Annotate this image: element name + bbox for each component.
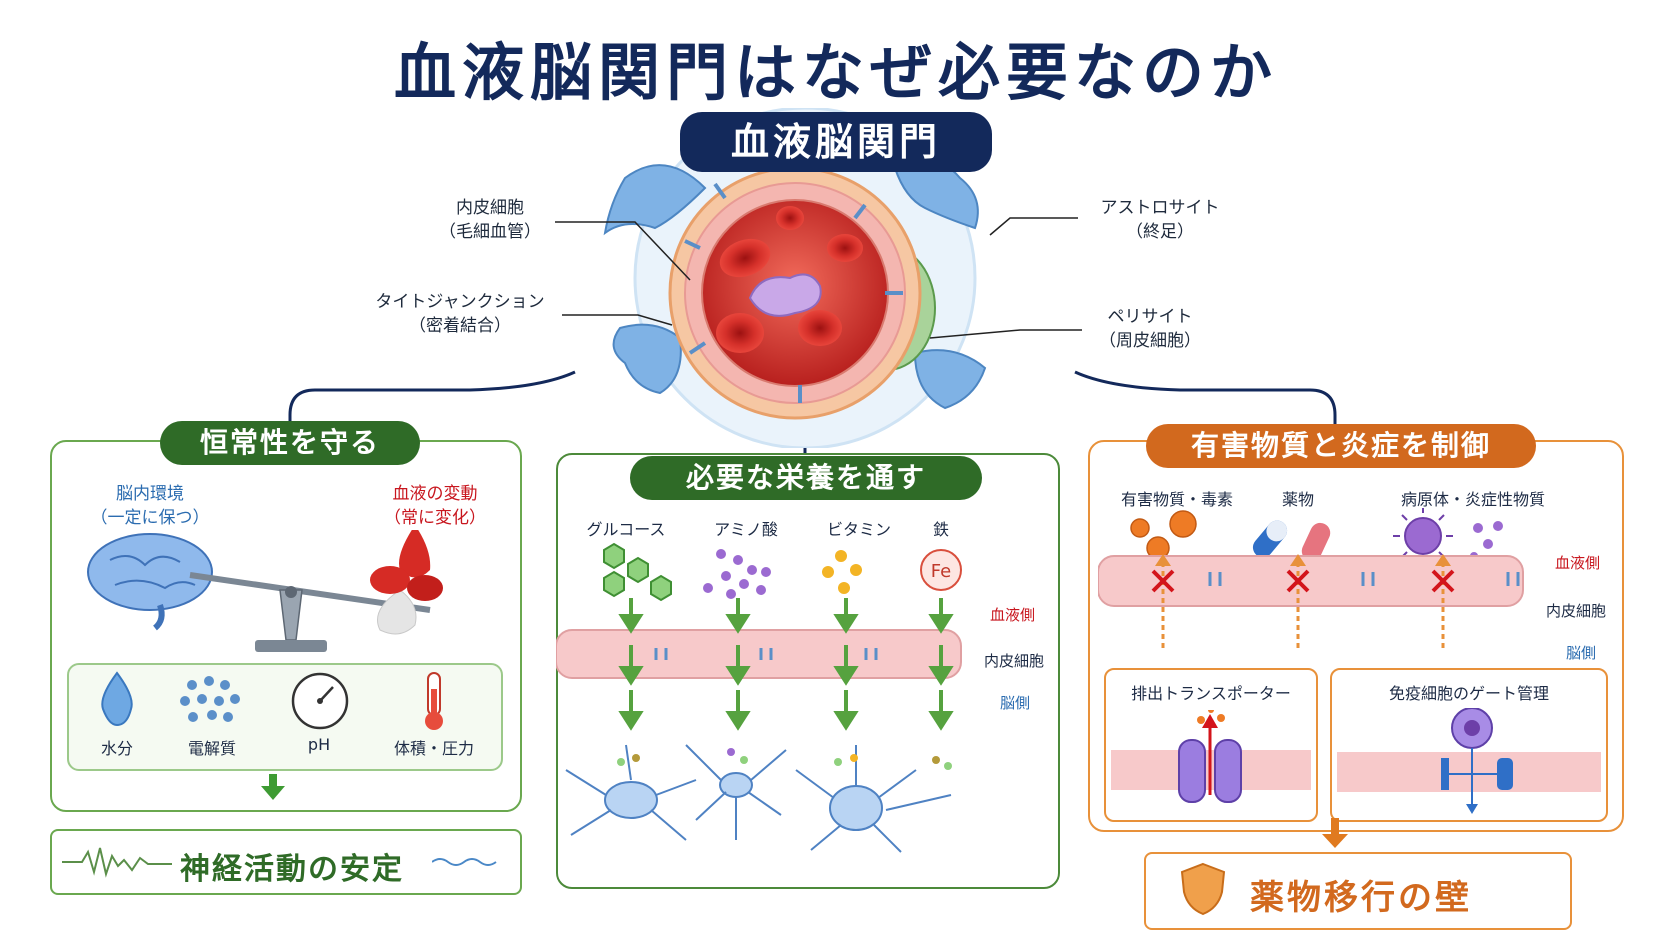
block-x-icons <box>1151 569 1455 593</box>
sub-immune-title: 免疫細胞のゲート管理 <box>1388 684 1549 703</box>
result-box-neural <box>50 829 522 895</box>
label-tight-line2: （密着結合） <box>409 316 511 336</box>
junction-marks <box>654 648 878 660</box>
page-title: 血液脳関門はなぜ必要なのか <box>393 36 1278 109</box>
iron-fe-text: Fe <box>931 561 951 582</box>
label-brain-line2: （一定に保つ） <box>90 508 210 528</box>
label-blood-line1: 血液の変動 <box>392 484 478 504</box>
mid-blood-side-label: 血液側 <box>990 606 1036 624</box>
tight-junction-marks <box>684 182 903 403</box>
factor-water: 水分 <box>100 739 133 758</box>
mid-endothelial-label: 内皮細胞 <box>984 652 1045 670</box>
right-endothelial-membrane <box>1098 555 1524 607</box>
label-brain-env: 脳内環境 （一定に保つ） <box>80 482 220 530</box>
shield-icon <box>1180 862 1226 916</box>
label-astro-line1: アストロサイト <box>1100 198 1220 218</box>
label-astro-line2: （終足） <box>1126 222 1194 242</box>
item-toxins: 有害物質・毒素 <box>1120 490 1233 509</box>
immune-gate-illustration <box>1337 708 1601 814</box>
blocked-arrowheads <box>1155 554 1451 566</box>
right-blood-side-label: 血液側 <box>1555 554 1601 572</box>
label-brain-line1: 脳内環境 <box>116 484 184 504</box>
label-peri-line1: ペリサイト <box>1107 307 1193 327</box>
factor-electrolyte: 電解質 <box>187 739 236 758</box>
result-drug-barrier: 薬物移行の壁 <box>1250 878 1472 918</box>
electrolyte-icon <box>180 676 240 722</box>
label-tight-junction: タイトジャンクション （密着結合） <box>360 290 560 338</box>
nutrient-amino-acid: アミノ酸 <box>714 520 778 539</box>
balance-scale-illustration <box>87 530 443 652</box>
nutrient-labels: グルコース アミノ酸 ビタミン 鉄 <box>556 516 1056 540</box>
factor-volume-pressure: 体積・圧力 <box>393 739 474 758</box>
ph-gauge-icon <box>291 672 349 730</box>
label-peri-line2: （周皮細胞） <box>1099 331 1201 351</box>
right-endothelial-label: 内皮細胞 <box>1546 602 1607 620</box>
water-drop-icon <box>101 671 133 727</box>
subbox-immune-gate: 免疫細胞のゲート管理 <box>1330 668 1608 822</box>
nutrient-iron: 鉄 <box>932 520 949 539</box>
label-pericyte: ペリサイト （周皮細胞） <box>1085 305 1215 353</box>
label-blood-line2: （常に変化） <box>384 508 486 528</box>
iron-fe-icon: Fe <box>920 549 962 591</box>
label-endothelial-line2: （毛細血管） <box>439 222 541 242</box>
transport-arrows <box>618 598 954 731</box>
calm-wave-icon <box>432 858 497 866</box>
nutrient-transport-illustration: Fe <box>556 542 962 853</box>
red-blood-cells <box>716 206 863 353</box>
brain-icon <box>87 533 213 631</box>
blood-cells-icon <box>370 530 443 635</box>
subbox-efflux-transporter: 排出トランスポーター <box>1104 668 1318 822</box>
right-junction-marks <box>1208 572 1520 586</box>
header-harmful-control: 有害物質と炎症を制御 <box>1146 424 1536 468</box>
capsule-icon <box>1252 520 1331 562</box>
vitamin-icon <box>822 550 862 594</box>
item-pathogens: 病原体・炎症性物質 <box>1400 490 1545 509</box>
label-endothelial: 内皮細胞 （毛細血管） <box>430 196 550 244</box>
header-nutrients: 必要な栄養を通す <box>630 456 982 500</box>
astrocyte-shape <box>603 159 987 410</box>
result-neural-stability: 神経活動の安定 <box>180 852 404 887</box>
leukocyte-shape <box>748 273 822 317</box>
barrier-illustration <box>1098 508 1524 648</box>
down-arrow-icon <box>261 774 285 800</box>
nutrient-vitamin: ビタミン <box>826 520 891 539</box>
efflux-pump-illustration <box>1111 710 1311 803</box>
capillary-cross-section-illustration <box>603 108 987 448</box>
right-brain-side-label: 脳側 <box>1566 644 1597 662</box>
label-endothelial-line1: 内皮細胞 <box>456 198 524 218</box>
factor-ph: pH <box>307 735 331 754</box>
nutrient-glucose: グルコース <box>586 520 666 539</box>
endothelial-membrane <box>556 629 962 679</box>
glucose-icon <box>603 542 672 602</box>
header-homeostasis: 恒常性を守る <box>160 421 420 465</box>
neuron-nutrient-dots <box>617 748 952 770</box>
virus-icon <box>1393 508 1503 566</box>
thermometer-icon <box>425 672 443 730</box>
item-drugs: 薬物 <box>1281 490 1314 509</box>
neurons <box>565 744 952 853</box>
harmful-item-labels: 有害物質・毒素 薬物 病原体・炎症性物質 <box>1088 486 1620 510</box>
toxin-icon <box>1130 510 1197 560</box>
amino-acid-icon <box>703 549 771 599</box>
sub-efflux-title: 排出トランスポーター <box>1131 684 1291 703</box>
label-tight-line1: タイトジャンクション <box>375 292 545 312</box>
label-blood-change: 血液の変動 （常に変化） <box>370 482 500 530</box>
mid-brain-side-label: 脳側 <box>1000 694 1031 712</box>
orange-down-arrow-icon <box>1322 818 1348 848</box>
label-astrocyte: アストロサイト （終足） <box>1080 196 1240 244</box>
bbb-pill: 血液脳関門 <box>680 112 992 172</box>
ecg-wave-icon <box>62 847 172 878</box>
factor-icons <box>101 671 443 730</box>
